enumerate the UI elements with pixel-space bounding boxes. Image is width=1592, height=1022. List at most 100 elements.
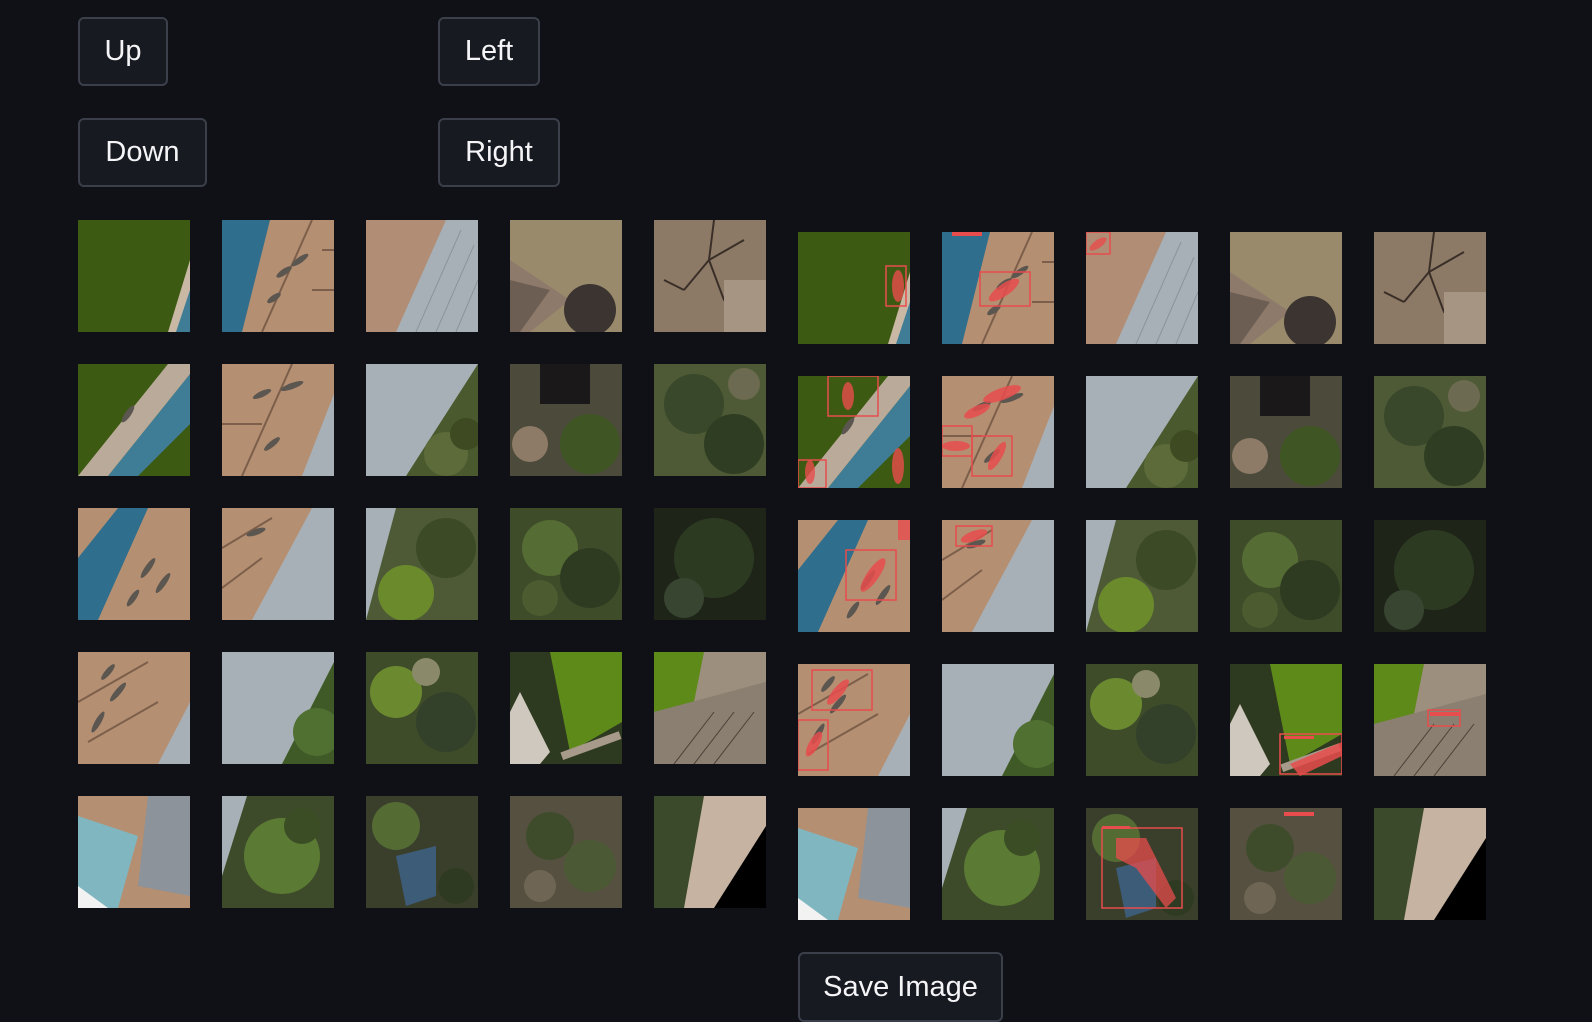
detection-image-tile <box>942 808 1054 920</box>
original-image-tile <box>366 796 478 908</box>
detection-image-tile <box>1374 808 1486 920</box>
original-image-tile <box>78 220 190 332</box>
original-image-tile <box>222 796 334 908</box>
tile-image <box>798 808 910 920</box>
tile-image <box>1374 376 1486 488</box>
detection-image-tile <box>1086 520 1198 632</box>
tile-image <box>1230 376 1342 488</box>
tile-image <box>222 796 334 908</box>
tile-image <box>798 376 910 488</box>
tile-image <box>1230 232 1342 344</box>
original-image-tile <box>366 364 478 476</box>
tile-image <box>1230 520 1342 632</box>
tile-image <box>1374 664 1486 776</box>
tile-image <box>798 520 910 632</box>
original-image-tile <box>654 220 766 332</box>
original-image-tile <box>654 364 766 476</box>
detection-image-tile <box>798 376 910 488</box>
right-button[interactable]: Right <box>438 118 560 187</box>
tile-image <box>942 664 1054 776</box>
detection-image-tile <box>1374 376 1486 488</box>
tile-image <box>510 796 622 908</box>
original-image-tile <box>366 220 478 332</box>
tile-image <box>1374 808 1486 920</box>
tile-image <box>366 220 478 332</box>
detection-image-tile <box>942 232 1054 344</box>
tile-image <box>1230 664 1342 776</box>
tile-image <box>510 652 622 764</box>
detection-image-tile <box>942 520 1054 632</box>
tile-image <box>798 232 910 344</box>
left-button[interactable]: Left <box>438 17 540 86</box>
tile-image <box>654 652 766 764</box>
original-image-tile <box>510 508 622 620</box>
detection-image-tile <box>798 520 910 632</box>
detection-image-tile <box>1230 520 1342 632</box>
original-image-tile <box>366 652 478 764</box>
detection-image-tile <box>1374 232 1486 344</box>
tile-image <box>654 796 766 908</box>
original-image-tile <box>222 220 334 332</box>
detection-image-tile <box>942 664 1054 776</box>
tile-image <box>654 508 766 620</box>
detection-image-tile <box>1230 808 1342 920</box>
tile-image <box>510 220 622 332</box>
original-image-tile <box>222 508 334 620</box>
detection-image-tile <box>1374 664 1486 776</box>
original-image-tile <box>654 508 766 620</box>
original-image-tile <box>78 508 190 620</box>
tile-image <box>222 220 334 332</box>
up-button[interactable]: Up <box>78 17 168 86</box>
detection-image-tile <box>798 808 910 920</box>
tile-image <box>366 652 478 764</box>
tile-image <box>510 364 622 476</box>
original-image-tile <box>78 364 190 476</box>
tile-image <box>222 652 334 764</box>
tile-image <box>942 232 1054 344</box>
tile-image <box>1086 664 1198 776</box>
original-image-tile <box>510 652 622 764</box>
detection-image-tile <box>1086 376 1198 488</box>
detection-image-tile <box>1086 808 1198 920</box>
tile-image <box>78 364 190 476</box>
original-image-tile <box>78 796 190 908</box>
detection-image-tile <box>798 664 910 776</box>
original-image-tile <box>654 796 766 908</box>
tile-image <box>222 508 334 620</box>
tile-image <box>654 220 766 332</box>
detection-image-tile <box>1086 232 1198 344</box>
original-image-tile <box>510 796 622 908</box>
tile-image <box>78 796 190 908</box>
save-image-button[interactable]: Save Image <box>798 952 1003 1022</box>
tile-image <box>942 520 1054 632</box>
original-image-tile <box>222 364 334 476</box>
tile-image <box>1230 808 1342 920</box>
down-button[interactable]: Down <box>78 118 207 187</box>
tile-image <box>1374 232 1486 344</box>
original-tile-grid <box>78 220 766 908</box>
original-image-tile <box>78 652 190 764</box>
tile-image <box>1086 808 1198 920</box>
tile-image <box>942 376 1054 488</box>
tile-image <box>78 220 190 332</box>
detection-tile-grid <box>798 232 1486 920</box>
original-image-tile <box>510 220 622 332</box>
tile-image <box>78 508 190 620</box>
detection-image-tile <box>1230 232 1342 344</box>
original-image-tile <box>222 652 334 764</box>
tile-image <box>942 808 1054 920</box>
tile-image <box>1086 376 1198 488</box>
tile-image <box>1086 232 1198 344</box>
tile-image <box>1086 520 1198 632</box>
detection-image-tile <box>798 232 910 344</box>
tile-image <box>366 796 478 908</box>
detection-image-tile <box>942 376 1054 488</box>
original-image-tile <box>366 508 478 620</box>
detection-image-tile <box>1230 376 1342 488</box>
original-image-tile <box>654 652 766 764</box>
detection-image-tile <box>1086 664 1198 776</box>
tile-image <box>222 364 334 476</box>
tile-image <box>366 364 478 476</box>
original-image-tile <box>510 364 622 476</box>
detection-image-tile <box>1230 664 1342 776</box>
